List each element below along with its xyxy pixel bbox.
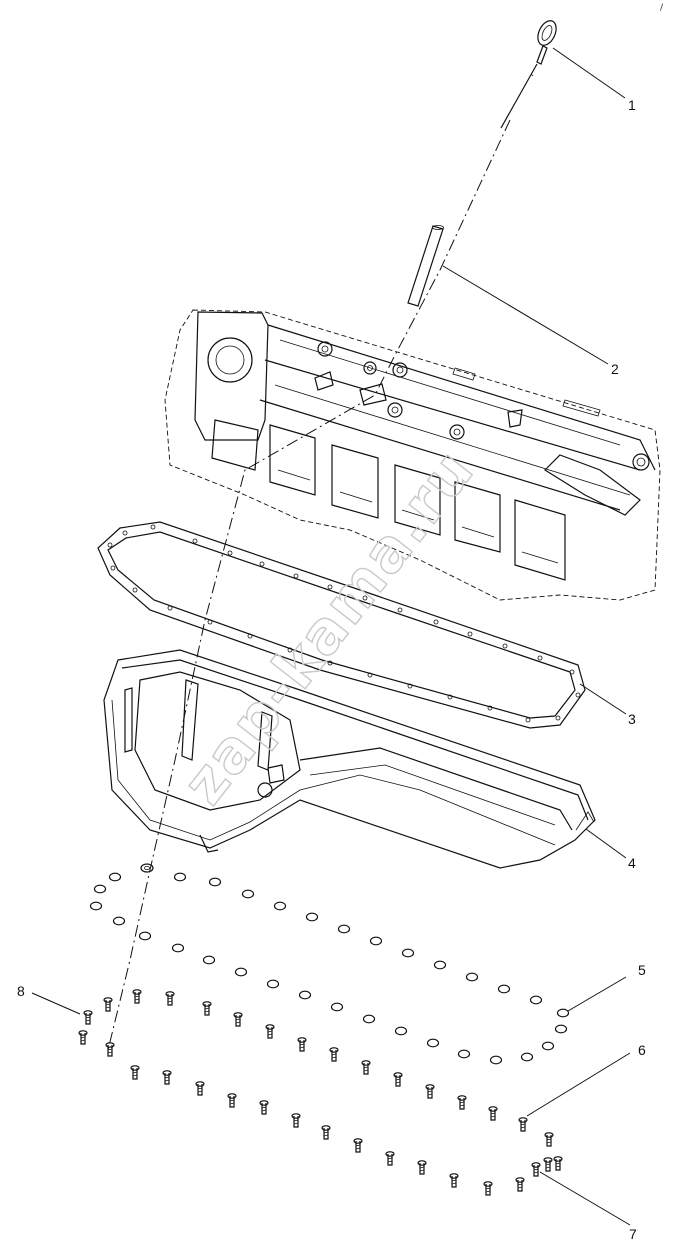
bolt [103, 997, 113, 1012]
bolt [449, 1173, 459, 1188]
callout-3: 3 [628, 711, 636, 727]
bolt [385, 1151, 395, 1166]
bolt [457, 1095, 467, 1110]
bolt-set [78, 989, 563, 1196]
callout-2: 2 [611, 361, 619, 377]
engine-block [164, 309, 661, 601]
bolt [291, 1113, 301, 1128]
bolt [297, 1037, 307, 1052]
dipstick [500, 20, 557, 129]
callout-8: 8 [17, 983, 25, 999]
watermark: zap-kama.ru [169, 436, 487, 816]
bolt [329, 1047, 339, 1062]
bolt [553, 1156, 563, 1171]
bolt [162, 1070, 172, 1085]
callout-7: 7 [629, 1226, 637, 1242]
assembly-centerline [107, 119, 511, 1051]
dipstick-guide-tube [407, 225, 444, 307]
corner-mark: / [660, 3, 664, 13]
oil-pan [103, 649, 596, 869]
bolt [227, 1093, 237, 1108]
bolt [83, 1010, 93, 1025]
bolt [488, 1106, 498, 1121]
bolt [518, 1117, 528, 1132]
oil-pan-gasket [97, 521, 586, 729]
callout-1: 1 [628, 97, 636, 113]
bolt [361, 1060, 371, 1075]
bolt [165, 991, 175, 1006]
bolt [132, 989, 142, 1004]
bolt [259, 1100, 269, 1115]
bolt [233, 1012, 243, 1027]
bolt [265, 1024, 275, 1039]
callout-4: 4 [628, 855, 636, 871]
leader-lines [31, 47, 631, 1226]
bolt [202, 1001, 212, 1016]
bolt [417, 1160, 427, 1175]
bolt [393, 1072, 403, 1087]
bolt [425, 1084, 435, 1099]
callout-6: 6 [638, 1042, 646, 1058]
bolt [321, 1125, 331, 1140]
bolt [515, 1177, 525, 1192]
bolt [483, 1181, 493, 1196]
bolt [353, 1138, 363, 1153]
washer [140, 863, 154, 873]
washer-set [89, 863, 570, 1065]
bolt [543, 1157, 553, 1172]
bolt [78, 1030, 88, 1045]
bolt [531, 1162, 541, 1177]
callout-5: 5 [638, 962, 646, 978]
bolt [105, 1042, 115, 1057]
bolt [195, 1081, 205, 1096]
bolt [130, 1065, 140, 1080]
bolt [544, 1132, 554, 1147]
